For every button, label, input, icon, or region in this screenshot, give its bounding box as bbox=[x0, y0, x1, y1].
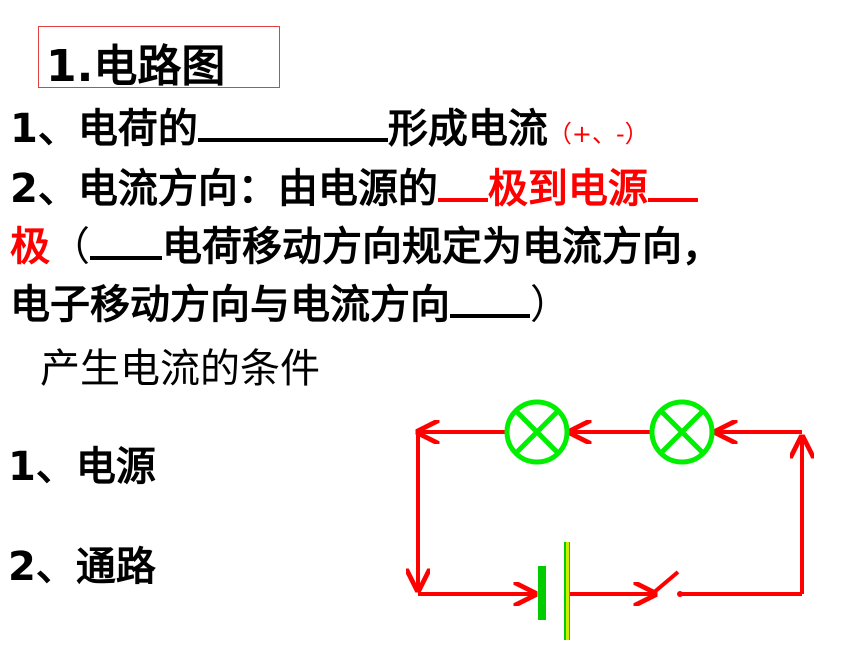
battery-icon bbox=[538, 542, 570, 640]
lamp-icon bbox=[504, 399, 570, 465]
line-4: 电子移动方向与电流方向 ） bbox=[10, 272, 570, 330]
line-3: 极（ 电荷移动方向规定为电流方向， bbox=[10, 214, 722, 272]
conditions-heading: 产生电流的条件 bbox=[40, 346, 320, 392]
line-1-suffix: 形成电流 bbox=[387, 106, 548, 152]
line-1-prefix: 1、电荷的 bbox=[10, 106, 198, 152]
lamp-icon bbox=[649, 399, 715, 465]
condition-2: 2、通路 bbox=[8, 544, 156, 590]
line-4-close: ） bbox=[530, 282, 570, 328]
blank-2a[interactable] bbox=[437, 198, 488, 202]
blank-4[interactable] bbox=[450, 314, 530, 318]
line-2: 2、电流方向：由电源的 极到电源 bbox=[10, 156, 698, 214]
blank-2b[interactable] bbox=[647, 198, 698, 202]
line-3-red: 极 bbox=[10, 224, 50, 270]
line-3-paren: （ bbox=[50, 224, 90, 270]
switch-pivot-left bbox=[651, 591, 657, 597]
line-1: 1、电荷的 形成电流（+、-） bbox=[10, 96, 649, 154]
page-title: 1.电路图 bbox=[46, 41, 226, 92]
line-3-text: 电荷移动方向规定为电流方向， bbox=[162, 224, 722, 270]
title-box bbox=[38, 26, 280, 88]
line-4-text: 电子移动方向与电流方向 bbox=[10, 282, 450, 328]
condition-1: 1、电源 bbox=[8, 444, 156, 490]
line-1-note: （+、-） bbox=[547, 120, 649, 148]
blank-1[interactable] bbox=[197, 138, 388, 142]
switch-icon[interactable] bbox=[650, 570, 680, 596]
blank-3[interactable] bbox=[90, 256, 162, 260]
switch-pivot-right bbox=[677, 591, 683, 597]
line-2-red: 极到电源 bbox=[487, 166, 648, 212]
line-2-prefix: 2、电流方向：由电源的 bbox=[10, 166, 438, 212]
wires bbox=[418, 432, 802, 594]
